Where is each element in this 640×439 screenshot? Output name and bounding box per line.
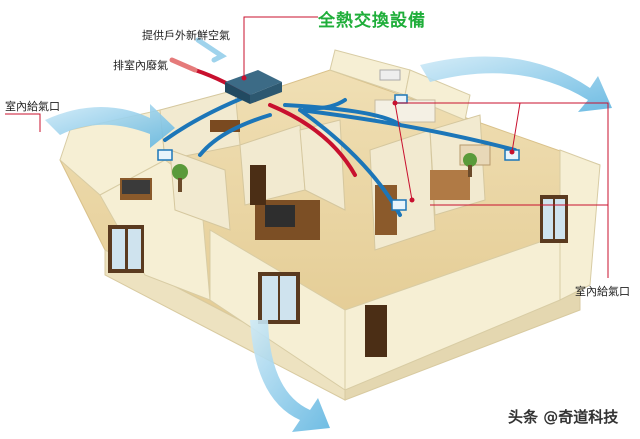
leader-lines bbox=[5, 16, 609, 278]
airflow-arrow-icon bbox=[45, 56, 612, 432]
window-icon bbox=[108, 195, 568, 324]
tree-plant-icon bbox=[172, 153, 477, 192]
label-supply-vent-right: 室內給氣口 bbox=[575, 285, 630, 298]
door-icon bbox=[250, 165, 387, 357]
diagram-title: 全熱交換設備 bbox=[318, 11, 426, 31]
label-fresh-air-supply: 提供戶外新鮮空氣 bbox=[142, 29, 230, 42]
furniture bbox=[120, 69, 491, 240]
watermark: 头条 @奇道科技 bbox=[508, 408, 619, 426]
label-exhaust-indoor: 排室內廢氣 bbox=[113, 59, 168, 72]
heat-exchanger-unit-icon bbox=[225, 70, 282, 104]
intake-arrow-icon bbox=[169, 37, 227, 73]
leader-dots bbox=[241, 75, 515, 203]
label-supply-vent-left: 室內給氣口 bbox=[5, 100, 60, 113]
